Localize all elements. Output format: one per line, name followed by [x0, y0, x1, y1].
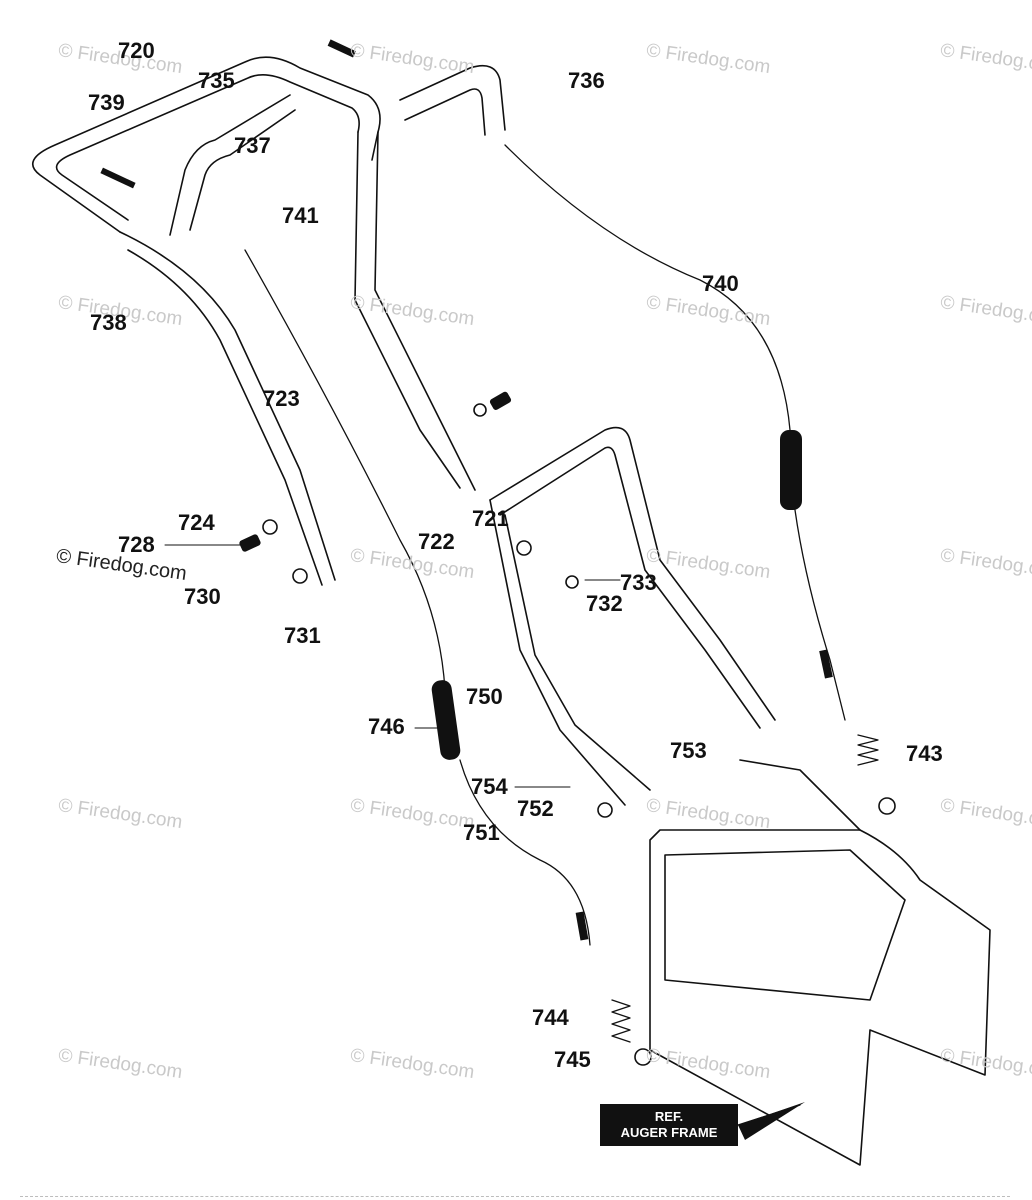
- nut-743: [878, 797, 896, 815]
- part-label-731[interactable]: 731: [284, 623, 321, 648]
- washer-upper: [473, 403, 487, 417]
- part-label-721[interactable]: 721: [472, 506, 509, 531]
- part-label-753[interactable]: 753: [670, 738, 707, 763]
- part-label-738[interactable]: 738: [90, 310, 127, 335]
- cable-end-751: [575, 911, 589, 941]
- upper-handle: [31, 56, 381, 233]
- ref-arrow: [738, 1102, 805, 1140]
- part-label-751[interactable]: 751: [463, 820, 500, 845]
- washer-752: [597, 802, 613, 818]
- part-label-730[interactable]: 730: [184, 584, 221, 609]
- auger-frame-side: [739, 759, 861, 831]
- part-label-752[interactable]: 752: [517, 796, 554, 821]
- ref-auger-frame-box: REF. AUGER FRAME: [600, 1104, 738, 1146]
- washer-721: [516, 540, 532, 556]
- plug-upper: [489, 391, 512, 410]
- cable-lower-751: [459, 759, 591, 946]
- lower-handle-left-leg: [489, 499, 626, 806]
- right-handle-tube-inner: [354, 131, 461, 489]
- part-label-728[interactable]: 728: [118, 532, 155, 557]
- part-label-720[interactable]: 720: [118, 38, 155, 63]
- plug-728: [239, 534, 261, 552]
- sleeve-750: [431, 680, 461, 760]
- part-label-723[interactable]: 723: [263, 386, 300, 411]
- upper-handle-inner: [55, 74, 360, 221]
- part-label-732[interactable]: 732: [586, 591, 623, 616]
- lever-736-inner: [404, 88, 486, 136]
- lower-handle-inner: [499, 446, 761, 729]
- left-handle-tube-inner: [127, 249, 323, 586]
- part-label-737[interactable]: 737: [234, 133, 271, 158]
- right-handle-tube: [374, 131, 476, 491]
- part-label-739[interactable]: 739: [88, 90, 125, 115]
- part-label-722[interactable]: 722: [418, 529, 455, 554]
- part-label-750[interactable]: 750: [466, 684, 503, 709]
- washer-731: [292, 568, 308, 584]
- part-label-735[interactable]: 735: [198, 68, 235, 93]
- part-label-740[interactable]: 740: [702, 271, 739, 296]
- decal-top: [327, 39, 356, 58]
- lever-737: [169, 94, 291, 236]
- sleeve-740: [780, 430, 802, 510]
- auger-frame: [649, 829, 991, 1166]
- ref-box-line1: REF.: [654, 1108, 684, 1124]
- lower-handle-left-leg-inner: [504, 514, 651, 791]
- lever-737-inner: [189, 109, 296, 231]
- ref-box-line2: AUGER FRAME: [620, 1125, 718, 1140]
- cable-741: [244, 249, 446, 691]
- part-label-744[interactable]: 744: [532, 1005, 569, 1030]
- decal-739: [100, 167, 136, 189]
- part-label-724[interactable]: 724: [178, 510, 215, 535]
- washer-724: [262, 519, 278, 535]
- cable-end-740: [819, 649, 833, 679]
- lower-handle: [489, 426, 776, 721]
- part-label-736[interactable]: 736: [568, 68, 605, 93]
- part-label-745[interactable]: 745: [554, 1047, 591, 1072]
- bottom-divider: [20, 1196, 1010, 1198]
- part-label-746[interactable]: 746: [368, 714, 405, 739]
- spring-743: [857, 734, 879, 766]
- washer-732: [565, 575, 579, 589]
- part-label-743[interactable]: 743: [906, 741, 943, 766]
- spring-744: [611, 999, 631, 1043]
- cable-740: [504, 144, 791, 431]
- nut-745: [634, 1048, 652, 1066]
- cable-740-lower: [794, 509, 846, 721]
- part-label-741[interactable]: 741: [282, 203, 319, 228]
- part-label-733[interactable]: 733: [620, 570, 657, 595]
- lever-736: [399, 64, 506, 131]
- auger-frame-inner: [664, 849, 906, 1001]
- part-label-754[interactable]: 754: [471, 774, 508, 799]
- left-handle-tube: [119, 231, 336, 581]
